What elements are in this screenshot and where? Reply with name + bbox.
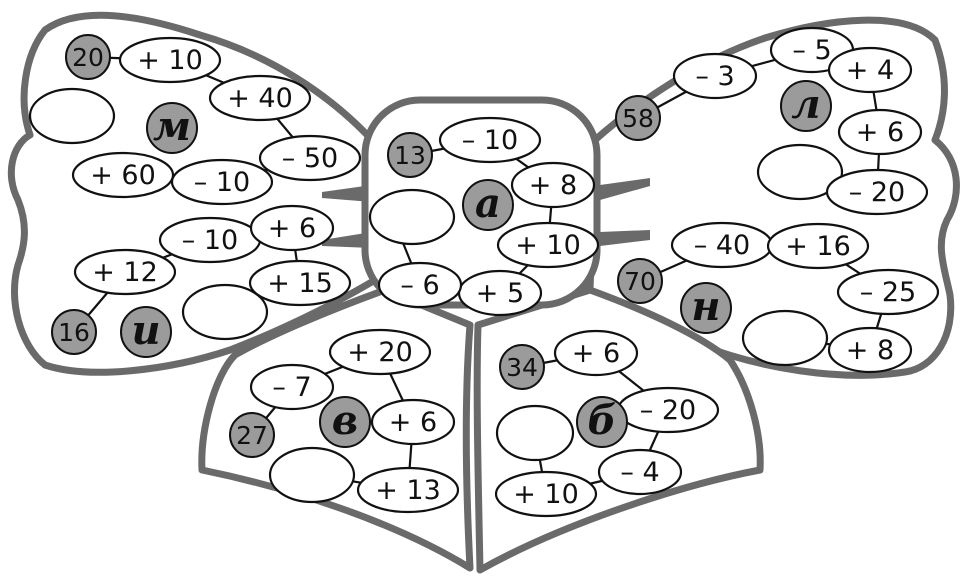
operation-label: + 8 <box>529 170 577 201</box>
operation-label: + 6 <box>389 407 437 438</box>
operation-label: – 10 <box>194 167 250 198</box>
operation-label: + 6 <box>572 338 620 369</box>
answer-oval[interactable] <box>743 311 827 365</box>
operation-label: – 25 <box>860 277 916 308</box>
letter-label: а <box>475 180 501 227</box>
answer-oval[interactable] <box>497 406 573 460</box>
operation-label: + 10 <box>515 230 581 261</box>
start-number: 13 <box>394 141 426 170</box>
operation-label: – 5 <box>792 35 831 66</box>
operation-label: + 10 <box>513 479 579 510</box>
operation-label: + 6 <box>268 213 316 244</box>
letter-label: в <box>332 397 358 444</box>
operation-label: – 20 <box>849 177 905 208</box>
start-number: 70 <box>624 267 656 296</box>
start-number: 16 <box>58 318 90 347</box>
operation-label: – 7 <box>272 372 311 403</box>
answer-oval[interactable] <box>270 448 354 502</box>
letter-label: б <box>588 397 617 444</box>
operation-label: – 10 <box>462 125 518 156</box>
answer-oval[interactable] <box>30 89 114 143</box>
letter-label: и <box>131 307 160 354</box>
answer-oval[interactable] <box>370 190 454 244</box>
operation-label: – 20 <box>640 395 696 426</box>
operation-label: + 13 <box>375 475 441 506</box>
operation-label: + 16 <box>785 231 851 262</box>
operation-label: + 4 <box>846 55 894 86</box>
operation-label: + 6 <box>856 117 904 148</box>
operation-label: + 15 <box>267 268 333 299</box>
operation-label: + 10 <box>137 45 203 76</box>
start-number: 20 <box>72 43 104 72</box>
operation-label: + 8 <box>846 335 894 366</box>
operation-label: + 5 <box>476 278 524 309</box>
letter-label: л <box>791 81 820 128</box>
start-number: 27 <box>236 421 268 450</box>
operation-label: – 6 <box>400 270 439 301</box>
start-number: 34 <box>506 353 538 382</box>
operation-label: + 12 <box>92 257 158 288</box>
operation-label: – 3 <box>695 61 734 92</box>
operation-label: – 4 <box>620 457 659 488</box>
letter-label: м <box>153 103 191 150</box>
operation-label: + 60 <box>90 160 156 191</box>
operation-label: + 40 <box>227 83 293 114</box>
operation-label: – 40 <box>694 230 750 261</box>
start-number: 58 <box>622 104 654 133</box>
letter-label: н <box>691 283 720 330</box>
operation-label: – 10 <box>182 225 238 256</box>
operation-label: + 20 <box>347 337 413 368</box>
operation-label: – 50 <box>282 143 338 174</box>
